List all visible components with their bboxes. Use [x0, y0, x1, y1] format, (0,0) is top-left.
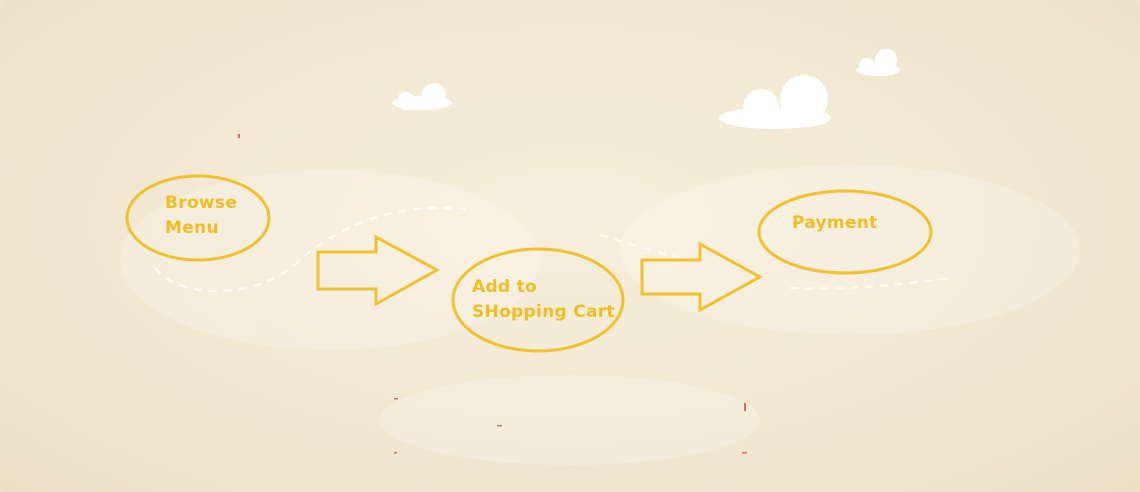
step-label-line: SHopping Cart	[472, 302, 615, 322]
step-oval-payment	[757, 189, 933, 275]
step-oval-cart	[451, 247, 625, 353]
step-label-line: Menu	[165, 218, 219, 238]
cloud-icon	[719, 75, 831, 129]
cloud-icon	[856, 49, 900, 76]
step-oval-browse	[125, 174, 271, 262]
step-label-line: Payment	[792, 213, 878, 233]
step-label-payment: Payment	[792, 211, 878, 236]
cloud-icon	[392, 83, 452, 110]
step-label-browse-menu: Browse Menu	[165, 191, 237, 241]
step-label-line: Browse	[165, 193, 238, 213]
step-label-line: Add to	[472, 277, 538, 297]
right-arrow-icon	[316, 234, 441, 307]
decorative-specks	[238, 134, 747, 454]
paper-texture	[120, 165, 1080, 465]
right-arrow-icon	[640, 241, 764, 313]
step-label-add-to-cart: Add to SHopping Cart	[472, 275, 615, 325]
